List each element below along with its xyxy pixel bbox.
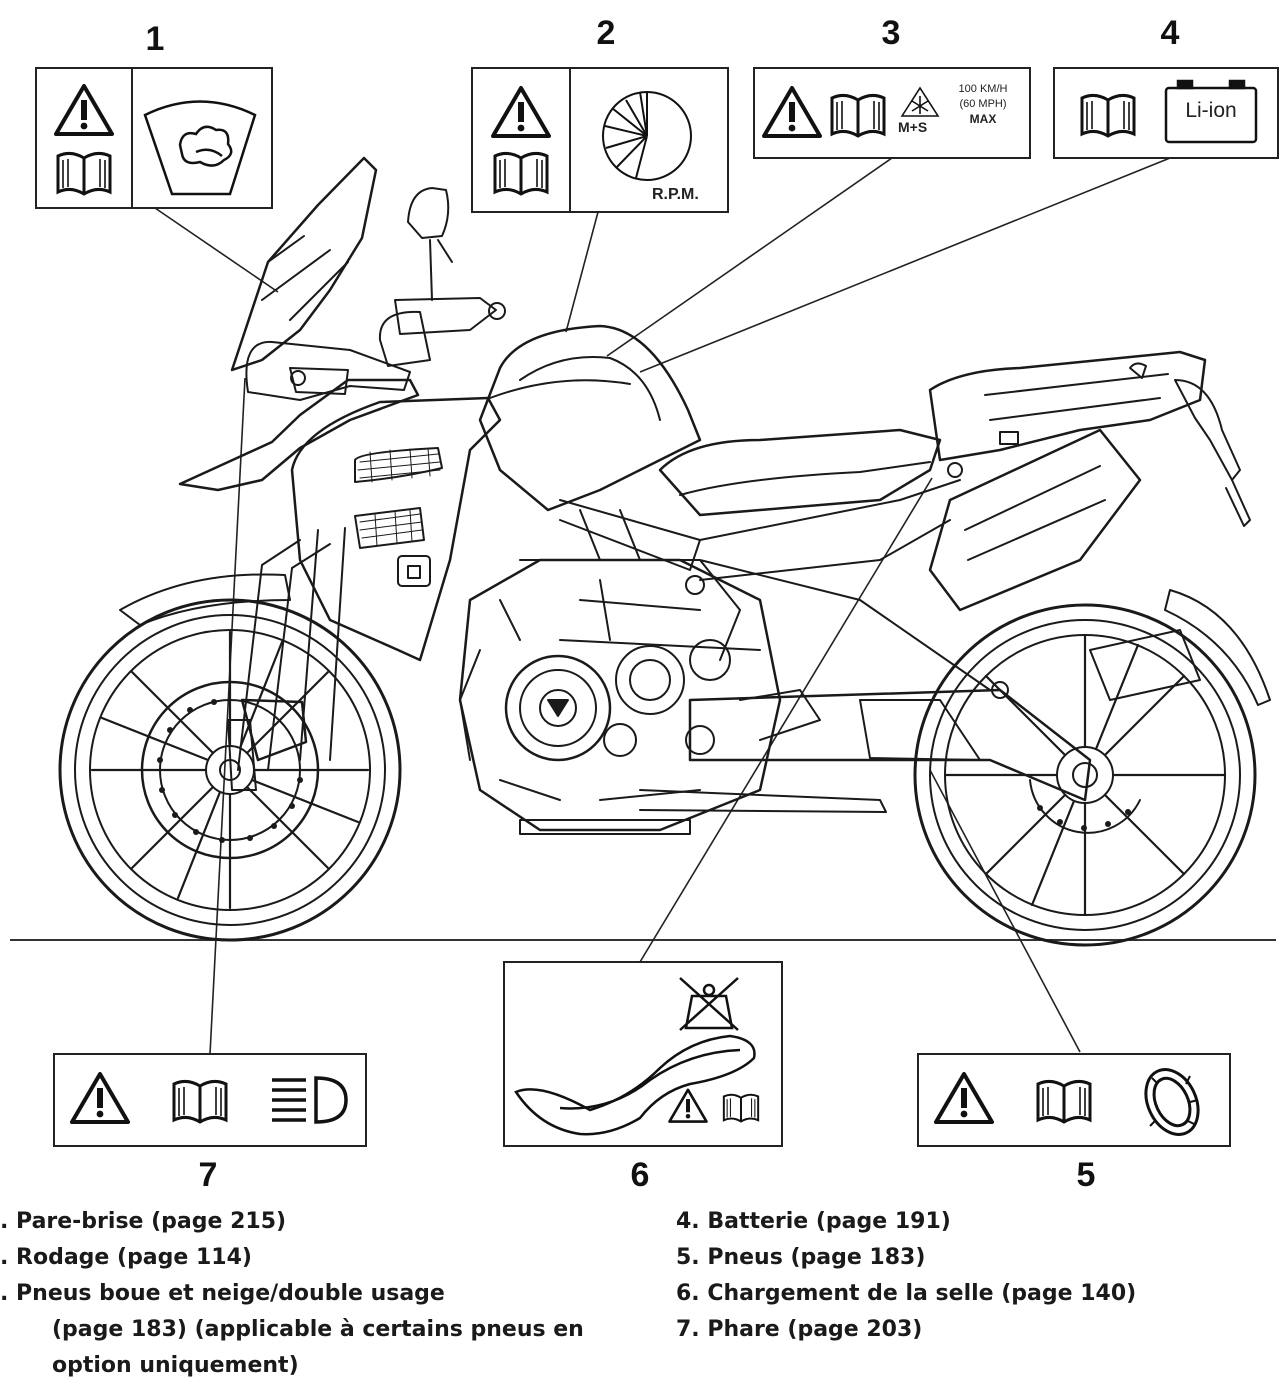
legend-item-3-line-3: option uniquement) (52, 1353, 299, 1378)
label-number-1: 1 (145, 20, 165, 58)
engine (458, 558, 887, 835)
battery-icon (1164, 79, 1258, 144)
motorcycle-drawing (58, 156, 1271, 947)
label-number-7: 7 (198, 1156, 218, 1194)
legend-left: . Pare-brise (page 215) . Rodage (page 1… (0, 1204, 584, 1384)
label-5-graphic (917, 1053, 1231, 1147)
speed-limit-mph: (60 MPH) (959, 98, 1007, 110)
label-number-5: 5 (1076, 1156, 1096, 1194)
legend-item-2: . Rodage (page 114) (0, 1245, 252, 1270)
label-number-6: 6 (630, 1156, 650, 1194)
tyre-icon (1144, 1068, 1200, 1136)
rpm-text: R.P.M. (652, 186, 699, 203)
headlamp-icon (272, 1076, 348, 1124)
speed-limit-text: 100 KM/H (60 MPH) MAX (948, 82, 1018, 127)
legend-right: 4. Batterie (page 191) 5. Pneus (page 18… (676, 1204, 1136, 1348)
label-3-graphic (753, 67, 1031, 159)
rpm-dial-icon (602, 91, 692, 181)
seat-outline-icon (514, 1034, 756, 1136)
snowflake-mountain-icon (900, 86, 940, 117)
legend-item-1: . Pare-brise (page 215) (0, 1209, 287, 1234)
rear-wheel (913, 603, 1257, 947)
label-1-graphic (35, 67, 273, 209)
legend-item-7: 7. Phare (page 203) (676, 1317, 923, 1342)
speed-limit-kmh: 100 KM/H (958, 83, 1008, 95)
legend-item-5: 5. Pneus (page 183) (676, 1245, 926, 1270)
label-number-4: 4 (1160, 14, 1180, 52)
legend-item-4: 4. Batterie (page 191) (676, 1209, 951, 1234)
tyre-code-text: M+S (898, 119, 928, 135)
no-weight-icon (679, 977, 739, 1031)
legend-item-3: . Pneus boue et neige/double usage (0, 1281, 445, 1306)
label-6-graphic (503, 961, 783, 1147)
legend-item-6: 6. Chargement de la selle (page 140) (676, 1281, 1137, 1306)
label-number-3: 3 (881, 14, 901, 52)
label-number-2: 2 (596, 14, 616, 52)
legend-item-3-line-2: (page 183) (applicable à certains pneus … (52, 1317, 584, 1342)
leader-lines (154, 157, 1171, 1055)
battery-text: Li-ion (1185, 99, 1237, 122)
front-wheel (58, 598, 402, 942)
label-2-graphic (471, 67, 729, 213)
label-7-graphic (53, 1053, 367, 1147)
windscreen-cleaning-icon (143, 100, 257, 196)
label-4-graphic (1053, 67, 1279, 159)
speed-limit-max: MAX (969, 112, 997, 126)
